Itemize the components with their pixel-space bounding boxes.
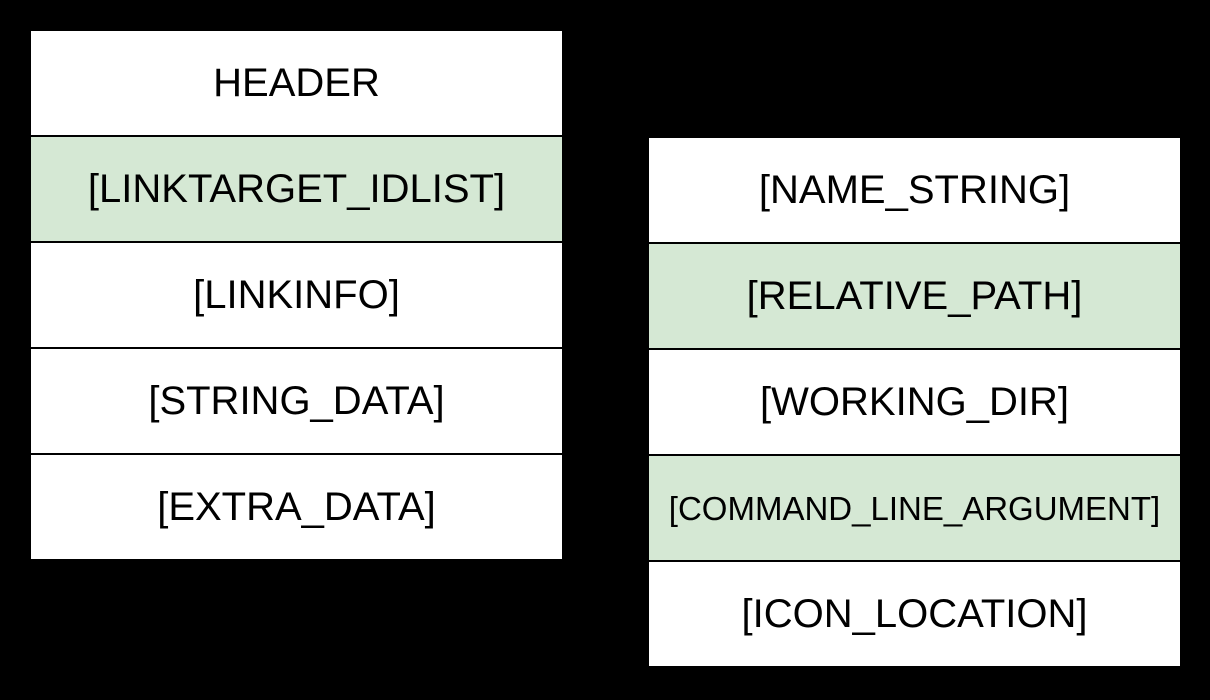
box-linktarget-idlist-label: [LINKTARGET_IDLIST] [87, 167, 506, 211]
box-linktarget-idlist: [LINKTARGET_IDLIST] [29, 135, 564, 243]
box-extra-data-label: [EXTRA_DATA] [157, 485, 436, 529]
box-relative-path-label: [RELATIVE_PATH] [746, 274, 1083, 318]
box-working-dir: [WORKING_DIR] [647, 348, 1182, 456]
box-name-string: [NAME_STRING] [647, 136, 1182, 244]
box-name-string-label: [NAME_STRING] [758, 168, 1071, 212]
box-command-line-argument-label: [COMMAND_LINE_ARGUMENT] [668, 489, 1161, 527]
box-working-dir-label: [WORKING_DIR] [760, 380, 1069, 424]
lnk-structure-column: HEADER [LINKTARGET_IDLIST] [LINKINFO] [S… [29, 29, 564, 561]
box-header-label: HEADER [213, 61, 380, 105]
box-linkinfo-label: [LINKINFO] [193, 273, 400, 317]
box-icon-location-label: [ICON_LOCATION] [741, 592, 1088, 636]
box-icon-location: [ICON_LOCATION] [647, 560, 1182, 668]
box-relative-path: [RELATIVE_PATH] [647, 242, 1182, 350]
box-header: HEADER [29, 29, 564, 137]
box-string-data: [STRING_DATA] [29, 347, 564, 455]
box-string-data-label: [STRING_DATA] [148, 379, 445, 423]
string-data-column: [NAME_STRING] [RELATIVE_PATH] [WORKING_D… [647, 136, 1182, 668]
box-command-line-argument: [COMMAND_LINE_ARGUMENT] [647, 454, 1182, 562]
box-linkinfo: [LINKINFO] [29, 241, 564, 349]
box-extra-data: [EXTRA_DATA] [29, 453, 564, 561]
